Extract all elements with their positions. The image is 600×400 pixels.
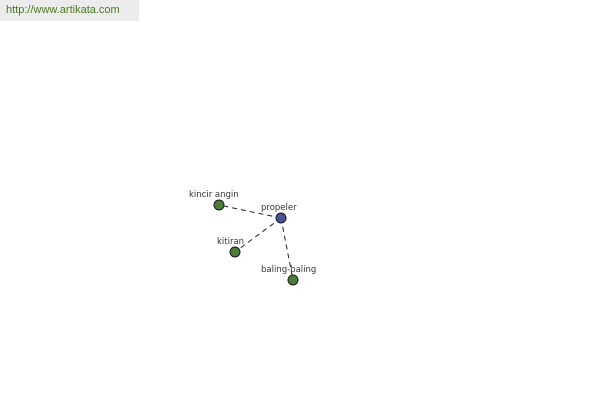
node-propeler-label: propeler [261,203,297,213]
site-url-link[interactable]: http://www.artikata.com [0,0,139,21]
edge-propeler-kitiran [234,217,282,253]
node-baling-baling-dot[interactable] [287,274,299,286]
node-kincir-angin[interactable]: kincir angin [189,190,239,211]
node-kincir-angin-dot[interactable] [213,199,225,211]
node-propeler[interactable]: propeler [261,203,297,224]
node-baling-baling-label: baling-baling [261,265,316,275]
node-kitiran-label: kitiran [217,237,244,247]
edge-propeler-baling-baling [280,217,294,281]
node-kincir-angin-label: kincir angin [189,190,239,200]
node-kitiran[interactable]: kitiran [217,237,244,258]
edge-propeler-kincir-angin [218,204,282,219]
node-baling-baling[interactable]: baling-baling [261,265,316,286]
node-propeler-dot[interactable] [275,212,287,224]
node-kitiran-dot[interactable] [229,246,241,258]
